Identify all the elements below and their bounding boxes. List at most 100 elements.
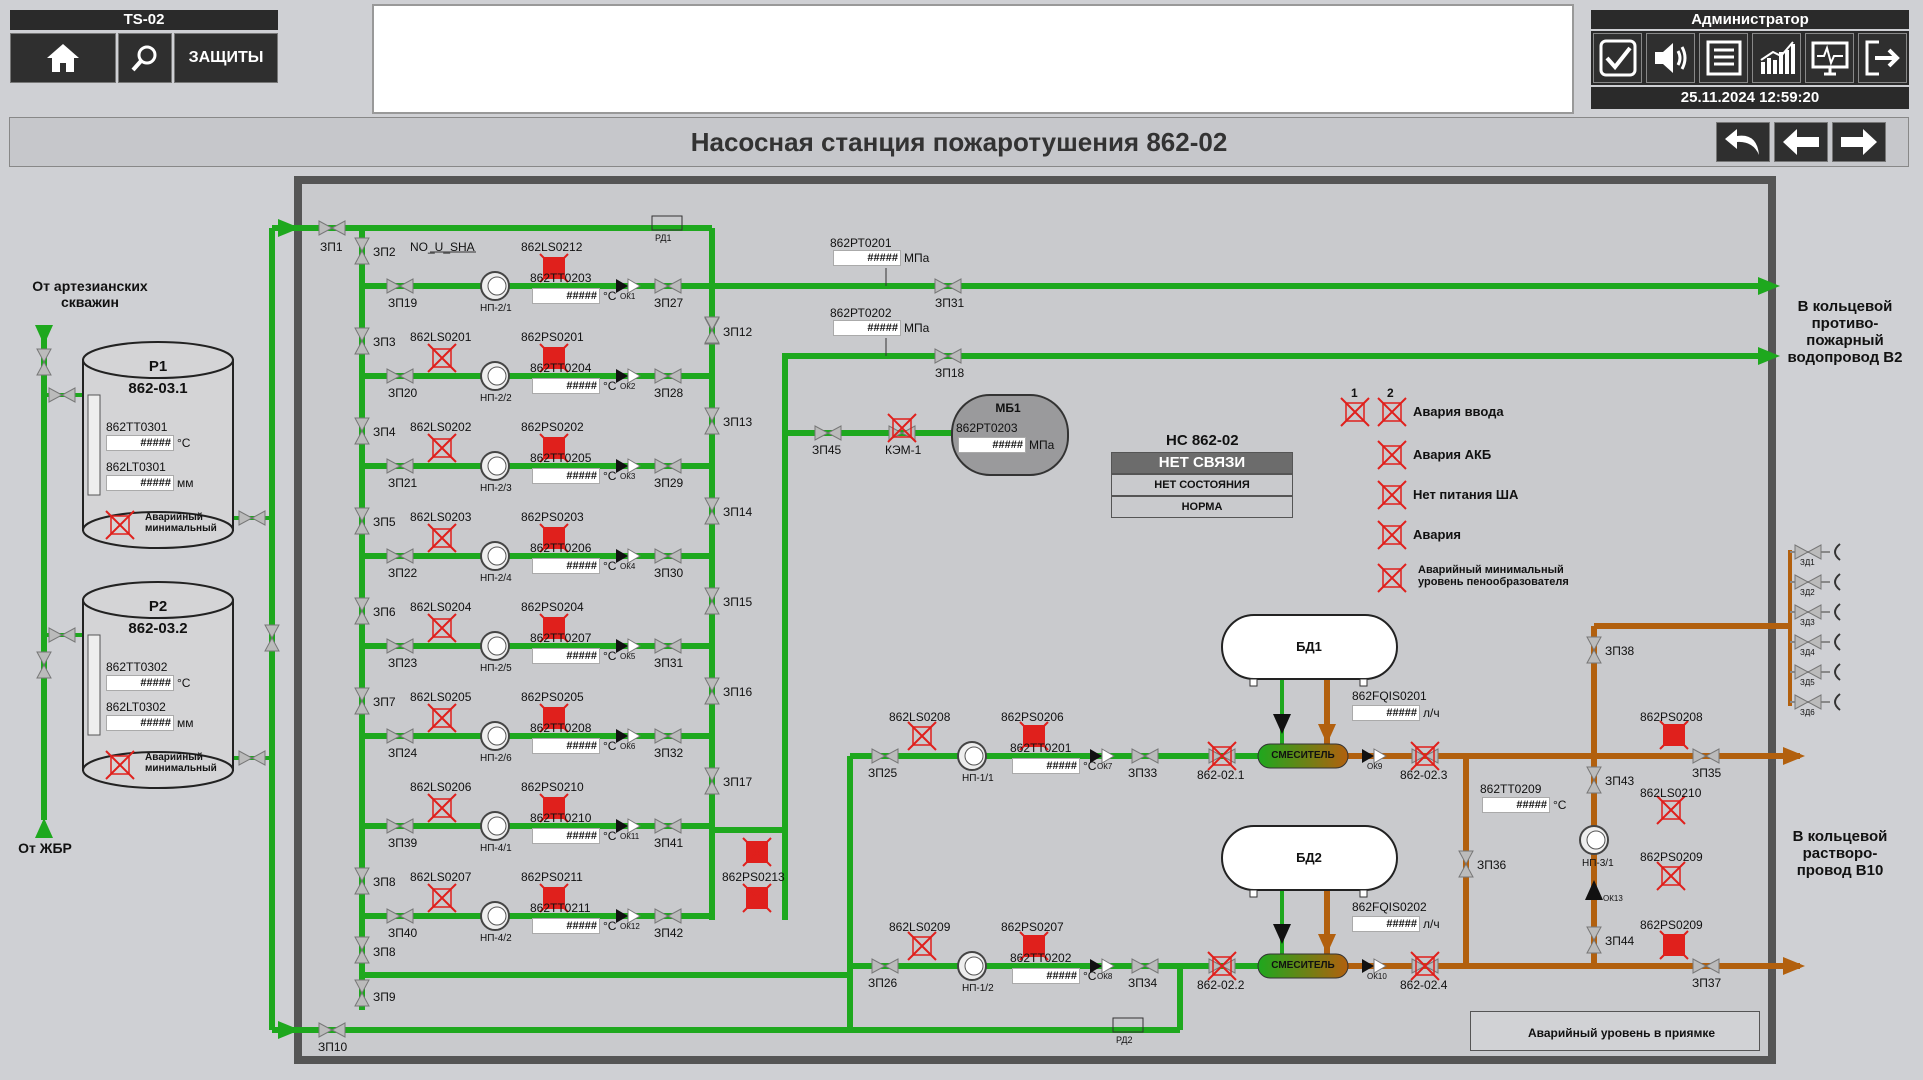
tag-label: 862ТТ0208 bbox=[530, 721, 592, 735]
valve-label: ЗП37 bbox=[1692, 976, 1722, 990]
valve-in bbox=[386, 548, 402, 564]
sensor-label: 862PS0206 bbox=[1001, 710, 1064, 724]
check-label: ОК8 bbox=[1097, 972, 1113, 981]
tank-level-bar bbox=[87, 394, 101, 496]
temp-field[interactable]: #####°С bbox=[532, 468, 616, 484]
check-valve bbox=[1090, 959, 1102, 973]
valve-label: ЗД3 bbox=[1800, 618, 1815, 627]
tank-level-field[interactable]: #####мм bbox=[106, 715, 194, 731]
valve-out bbox=[654, 638, 670, 654]
home-button[interactable] bbox=[10, 33, 116, 83]
unit: МПа bbox=[1029, 438, 1055, 452]
tag-label: 862FQIS0202 bbox=[1352, 900, 1427, 914]
valve-label: ЗП7 bbox=[373, 695, 396, 709]
valve-out bbox=[654, 458, 670, 474]
valve-label: ЗП28 bbox=[654, 386, 684, 400]
valve-half bbox=[36, 360, 52, 376]
unit: °С bbox=[603, 829, 617, 843]
alarm-frame bbox=[1382, 445, 1402, 465]
sensor-label: 862PS0202 bbox=[521, 420, 584, 434]
tank-temp-field[interactable]: #####°С bbox=[106, 675, 190, 691]
sound-button[interactable] bbox=[1646, 33, 1695, 83]
check-valve bbox=[616, 369, 628, 383]
tank-name: Р1 bbox=[148, 358, 168, 375]
value: ##### bbox=[106, 675, 174, 691]
temp-field[interactable]: #####°С bbox=[1482, 797, 1566, 813]
valve-half bbox=[666, 548, 682, 564]
tank-temp-field[interactable]: #####°С bbox=[106, 435, 190, 451]
search-button[interactable] bbox=[118, 33, 172, 83]
tank-alarm-label: Аварийный минимальный bbox=[145, 512, 217, 534]
temp-field[interactable]: #####°С bbox=[532, 828, 616, 844]
temp-field[interactable]: #####°С bbox=[1012, 968, 1096, 984]
pump-label: НП-4/2 bbox=[480, 933, 512, 944]
flow-arrow bbox=[1585, 880, 1603, 900]
tank-level-field[interactable]: #####мм bbox=[106, 475, 194, 491]
temp-field[interactable]: #####°С bbox=[1012, 758, 1096, 774]
tag-label: 862ТТ0207 bbox=[530, 631, 592, 645]
logout-button[interactable] bbox=[1858, 33, 1907, 83]
alarm-frame bbox=[1382, 525, 1402, 545]
monitor-button[interactable] bbox=[1805, 33, 1854, 83]
value: ##### bbox=[532, 468, 600, 484]
sensor-label: 862PS0211 bbox=[521, 870, 583, 884]
pressure-field[interactable]: #####МПа bbox=[958, 437, 1054, 453]
valve-half bbox=[883, 958, 899, 974]
check-valve bbox=[616, 819, 628, 833]
tank-bottom bbox=[82, 511, 234, 549]
unit: °С bbox=[603, 379, 617, 393]
protections-button[interactable]: ЗАЩИТЫ bbox=[174, 33, 278, 83]
check-valve-half bbox=[627, 278, 641, 294]
check-label: ОК10 bbox=[1367, 972, 1387, 981]
check-valve-half bbox=[627, 368, 641, 384]
flow-arrow bbox=[1758, 347, 1780, 365]
valve-half bbox=[354, 609, 370, 625]
pressure-field[interactable]: #####МПа bbox=[833, 320, 929, 336]
valve-label: ЗП42 bbox=[654, 926, 684, 940]
flow-field[interactable]: #####л/ч bbox=[1352, 705, 1440, 721]
pump-impeller bbox=[487, 636, 507, 656]
valve-half bbox=[1586, 648, 1602, 664]
valve-half bbox=[398, 728, 414, 744]
flow-field[interactable]: #####л/ч bbox=[1352, 916, 1440, 932]
sensor-label: 862LS0202 bbox=[410, 420, 472, 434]
valve-in bbox=[386, 728, 402, 744]
temp-field[interactable]: #####°С bbox=[532, 738, 616, 754]
temp-field[interactable]: #####°С bbox=[532, 288, 616, 304]
check-valve bbox=[616, 459, 628, 473]
valve-label: ЗП34 bbox=[1128, 976, 1158, 990]
valve-out bbox=[654, 368, 670, 384]
valve-label: ЗП10 bbox=[318, 1040, 348, 1054]
tank-level-bar bbox=[87, 634, 101, 736]
next-button[interactable] bbox=[1832, 122, 1886, 162]
back-button[interactable] bbox=[1716, 122, 1770, 162]
temp-field[interactable]: #####°С bbox=[532, 918, 616, 934]
prev-button[interactable] bbox=[1774, 122, 1828, 162]
valve-label: ЗП29 bbox=[654, 476, 684, 490]
valve-in bbox=[386, 368, 402, 384]
temp-field[interactable]: #####°С bbox=[532, 558, 616, 574]
sensor-label: 862PS0204 bbox=[521, 600, 584, 614]
alarm-frame bbox=[1212, 956, 1232, 976]
value: ##### bbox=[532, 648, 600, 664]
temp-field[interactable]: #####°С bbox=[532, 378, 616, 394]
valve-zp43 bbox=[1586, 766, 1602, 782]
valve-zp37 bbox=[1692, 958, 1708, 974]
pressure-field[interactable]: #####МПа bbox=[833, 250, 929, 266]
valve-label: ЗП33 bbox=[1128, 766, 1158, 780]
outlet-label: В кольцевой растворо-провод В10 bbox=[1792, 828, 1888, 879]
mixer bbox=[1257, 953, 1349, 979]
trends-button[interactable] bbox=[1752, 33, 1801, 83]
sump-alarm-panel bbox=[1470, 1011, 1760, 1051]
value: ##### bbox=[1352, 916, 1420, 932]
flow-arrow bbox=[1273, 714, 1291, 734]
unit: °С bbox=[603, 559, 617, 573]
value: ##### bbox=[532, 738, 600, 754]
sensor-label: 862LS0204 bbox=[410, 600, 472, 614]
temp-field[interactable]: #####°С bbox=[532, 648, 616, 664]
acknowledge-button[interactable] bbox=[1593, 33, 1642, 83]
valve-zd bbox=[1794, 634, 1810, 650]
events-button[interactable] bbox=[1699, 33, 1748, 83]
valve-label: ЗП38 bbox=[1605, 644, 1635, 658]
valve-label: ЗП20 bbox=[388, 386, 418, 400]
